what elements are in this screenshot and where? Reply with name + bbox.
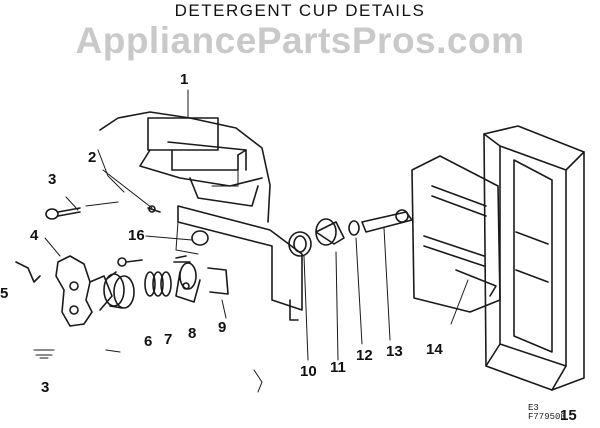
- callout-3: 3: [48, 171, 57, 188]
- watermark-text: AppliancePartsPros.com: [75, 20, 525, 61]
- part-5-spring: [15, 261, 41, 283]
- part-7-spring: [144, 271, 172, 297]
- sketch-marks: [105, 349, 263, 393]
- leader-lines: [44, 89, 469, 325]
- callout-14: 14: [426, 341, 443, 358]
- callout-15: 15: [560, 407, 577, 424]
- part-15-outer-frame: [483, 125, 585, 391]
- part-13-shaft: [361, 209, 413, 341]
- part-10-plate: [175, 205, 303, 321]
- callout-3-second: 3: [41, 379, 50, 396]
- part-6-bearing: [103, 271, 135, 309]
- diagram-title: DETERGENT CUP DETAILS: [174, 1, 426, 20]
- part-2-screw: [147, 205, 161, 213]
- part-3-clip: [33, 349, 55, 359]
- part-16-stud: [117, 230, 209, 267]
- part-14-inner-panel: [411, 155, 501, 313]
- callout-1: 1: [180, 71, 189, 88]
- callout-10: 10: [300, 363, 317, 380]
- part-12-washer: [348, 220, 363, 345]
- callout-2: 2: [88, 149, 97, 166]
- part-code: E3 F779500: [528, 403, 566, 422]
- callout-11: 11: [330, 359, 346, 376]
- callout-8: 8: [188, 325, 197, 342]
- part-4-lever: [55, 255, 113, 327]
- callout-5: 5: [0, 285, 9, 302]
- callout-4: 4: [30, 227, 39, 244]
- callout-16: 16: [128, 227, 145, 244]
- callout-9: 9: [218, 319, 227, 336]
- callout-7: 7: [164, 331, 173, 348]
- part-11-cup: [315, 218, 345, 361]
- part-9-bracket: [207, 267, 229, 319]
- callout-6: 6: [144, 333, 153, 350]
- part-10-seal: [288, 231, 312, 361]
- callout-12: 12: [356, 347, 373, 364]
- callout-13: 13: [386, 343, 403, 360]
- part-8-cam: [175, 262, 201, 303]
- part-3-screw: [45, 201, 119, 220]
- part-1-housing: [97, 111, 271, 223]
